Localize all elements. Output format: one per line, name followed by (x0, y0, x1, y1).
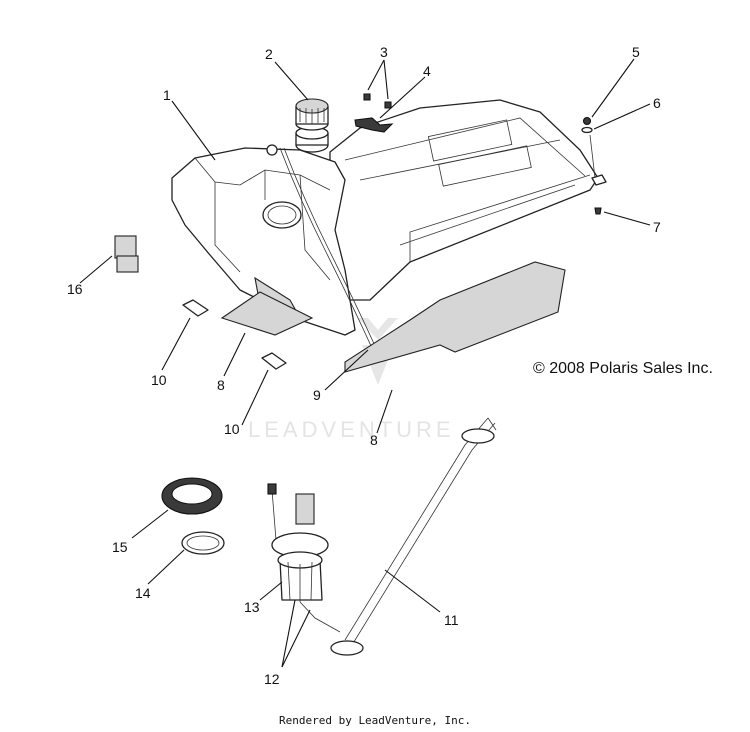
sending-unit (330, 417, 497, 656)
pad-stack (114, 235, 139, 273)
pad-front (220, 291, 314, 336)
callout-8-rear: 8 (370, 432, 378, 448)
callout-9: 9 (313, 387, 321, 403)
pad-rear (344, 261, 566, 373)
washer (581, 126, 593, 134)
footer-credit: Rendered by LeadVenture, Inc. (278, 714, 472, 727)
fuel-tank (171, 126, 356, 336)
fuel-pump (267, 483, 341, 633)
callout-6: 6 (653, 95, 661, 111)
callouts: 1 2 3 4 5 6 7 8 8 9 10 10 11 12 13 14 15… (67, 44, 661, 687)
screw (594, 207, 602, 215)
copyright-notice: © 2008 Polaris Sales Inc. (533, 360, 713, 377)
pad-small-1 (182, 299, 209, 317)
fuel-cap (295, 98, 329, 131)
callout-14: 14 (135, 585, 151, 601)
bolt (582, 116, 592, 126)
seat-section (329, 99, 599, 301)
callout-7: 7 (653, 219, 661, 235)
callout-4: 4 (423, 63, 431, 79)
vent-hose (279, 147, 373, 349)
callout-11: 11 (444, 612, 459, 628)
callout-3: 3 (380, 44, 388, 60)
lock-ring (161, 477, 223, 515)
leader-lines (79, 58, 651, 668)
bolts (363, 93, 392, 109)
gasket (181, 531, 225, 555)
callout-16: 16 (67, 281, 83, 297)
watermark-text: LEADVENTURE (248, 417, 455, 442)
callout-10-lower: 10 (224, 421, 240, 437)
callout-12: 12 (264, 671, 280, 687)
callout-5: 5 (632, 44, 640, 60)
pad-small-2 (261, 352, 287, 370)
callout-10-upper: 10 (151, 372, 167, 388)
callout-1: 1 (163, 87, 171, 103)
bracket (354, 117, 394, 133)
callout-13: 13 (244, 599, 260, 615)
callout-8-front: 8 (217, 377, 225, 393)
callout-2: 2 (265, 46, 273, 62)
callout-15: 15 (112, 539, 128, 555)
